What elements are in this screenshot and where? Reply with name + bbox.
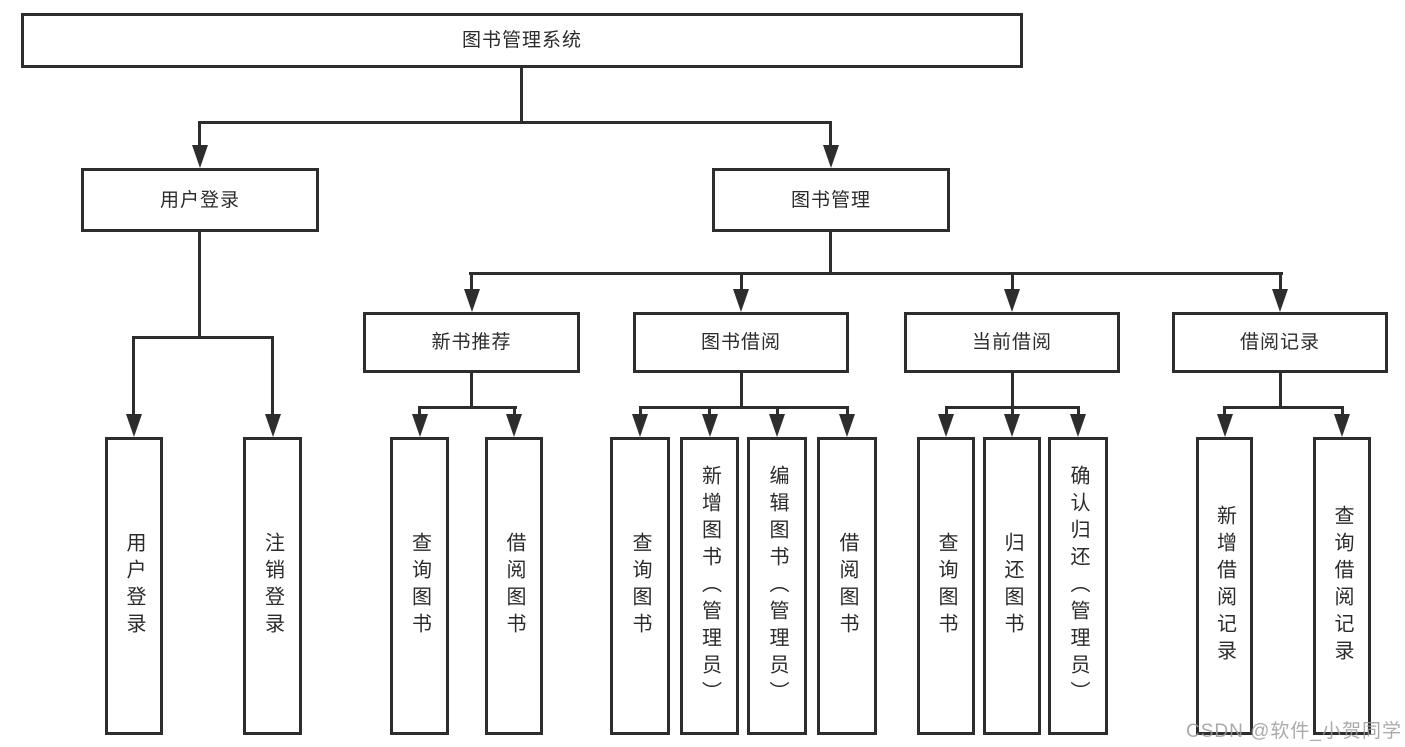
arrowhead — [265, 414, 281, 437]
node-book-management: 图书管理 — [712, 168, 950, 232]
connector-line — [846, 406, 849, 418]
connector-line — [418, 406, 421, 418]
arrowhead — [126, 414, 142, 437]
arrowhead — [632, 414, 648, 437]
arrowhead — [1217, 414, 1233, 437]
connector-line — [1279, 371, 1282, 409]
connector-line — [1223, 406, 1344, 409]
arrowhead — [1070, 414, 1086, 437]
leaf-add-books-admin: 新增图书（管理员） — [680, 437, 739, 735]
leaf-logout: 注销登录 — [243, 437, 302, 735]
arrowhead — [839, 414, 855, 437]
node-borrowing-records: 借阅记录 — [1172, 312, 1388, 373]
arrowhead — [1334, 414, 1350, 437]
leaf-borrow-books: 借阅图书 — [485, 437, 543, 735]
leaf-borrow-books: 借阅图书 — [817, 437, 877, 735]
connector-line — [513, 406, 516, 418]
leaf-add-borrow-record: 新增借阅记录 — [1196, 437, 1253, 735]
connector-line — [470, 272, 473, 294]
arrowhead — [1272, 289, 1288, 312]
arrowhead — [702, 414, 718, 437]
connector-line — [470, 371, 473, 409]
connector-line — [740, 371, 743, 409]
arrowhead — [938, 414, 954, 437]
connector-line — [132, 336, 274, 339]
connector-line — [776, 406, 779, 418]
connector-line — [740, 272, 743, 294]
connector-line — [520, 67, 523, 124]
node-book-borrowing: 图书借阅 — [633, 312, 849, 373]
connector-line — [198, 121, 832, 124]
connector-line — [945, 406, 948, 418]
arrowhead — [769, 414, 785, 437]
connector-line — [1223, 406, 1226, 418]
node-user-login: 用户登录 — [81, 168, 319, 232]
connector-line — [469, 272, 1283, 275]
connector-line — [639, 406, 849, 409]
connector-line — [829, 121, 832, 148]
node-current-borrowing: 当前借阅 — [904, 312, 1120, 373]
arrowhead — [506, 414, 522, 437]
connector-line — [198, 231, 201, 339]
connector-line — [1011, 406, 1014, 418]
connector-line — [418, 406, 517, 409]
arrowhead — [823, 145, 839, 168]
leaf-query-books: 查询图书 — [610, 437, 670, 735]
arrowhead — [1004, 414, 1020, 437]
connector-line — [1011, 272, 1014, 294]
leaf-return-books: 归还图书 — [983, 437, 1041, 735]
connector-line — [132, 336, 135, 417]
arrowhead — [412, 414, 428, 437]
leaf-query-books: 查询图书 — [917, 437, 975, 735]
connector-line — [1341, 406, 1344, 418]
connector-line — [271, 336, 274, 417]
connector-line — [708, 406, 711, 418]
arrowhead — [464, 289, 480, 312]
connector-line — [1011, 371, 1014, 409]
node-library-management-system: 图书管理系统 — [21, 13, 1023, 68]
arrowhead — [733, 289, 749, 312]
leaf-query-borrow-record: 查询借阅记录 — [1313, 437, 1371, 735]
csdn-watermark: CSDN @软件_小贺同学 — [1186, 721, 1402, 742]
connector-line — [198, 121, 201, 148]
connector-line — [1279, 272, 1282, 294]
leaf-confirm-return-admin: 确认归还（管理员） — [1048, 437, 1108, 735]
leaf-query-books: 查询图书 — [390, 437, 449, 735]
connector-line — [829, 231, 832, 275]
arrowhead — [192, 145, 208, 168]
leaf-user-login: 用户登录 — [105, 437, 163, 735]
leaf-edit-books-admin: 编辑图书（管理员） — [747, 437, 807, 735]
node-new-book-recommendation: 新书推荐 — [363, 312, 580, 373]
connector-line — [1077, 406, 1080, 418]
connector-line — [639, 406, 642, 418]
arrowhead — [1004, 289, 1020, 312]
